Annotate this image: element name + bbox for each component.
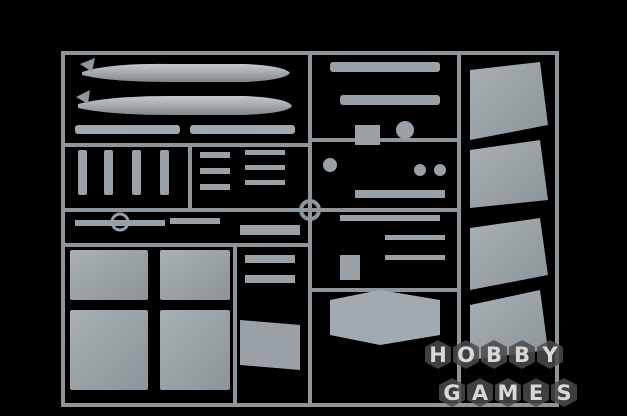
tail-fins	[470, 62, 548, 360]
watermark-letter: A	[467, 378, 493, 407]
sprue-frame	[61, 51, 559, 407]
hobby-games-watermark: H O B B Y G A M E S	[425, 340, 577, 407]
gear-door-panels	[70, 250, 230, 390]
watermark-line2: G A M E S	[439, 378, 577, 407]
fuselage-part	[330, 290, 440, 345]
landing-gear-parts	[78, 150, 285, 195]
svg-text:M: M	[498, 381, 519, 405]
svg-text:S: S	[556, 381, 571, 405]
watermark-letter: B	[481, 340, 507, 369]
watermark-letter: B	[509, 340, 535, 369]
svg-text:E: E	[529, 381, 543, 405]
watermark-letter: H	[425, 340, 451, 369]
svg-text:O: O	[457, 343, 475, 367]
svg-text:G: G	[443, 381, 460, 405]
sprue-hub-ring	[299, 199, 321, 221]
svg-text:B: B	[486, 343, 502, 367]
watermark-letter: E	[523, 378, 549, 407]
svg-text:Y: Y	[541, 343, 558, 367]
watermark-letter: G	[439, 378, 465, 407]
watermark-line1: H O B B Y	[425, 340, 563, 369]
svg-text:A: A	[472, 381, 489, 405]
middle-small-parts	[323, 62, 446, 280]
svg-text:B: B	[514, 343, 530, 367]
watermark-letter: Y	[537, 340, 563, 369]
watermark-letter: M	[495, 378, 521, 407]
watermark-letter: O	[453, 340, 479, 369]
cockpit-parts	[240, 255, 300, 370]
strake-parts	[75, 125, 295, 134]
svg-text:H: H	[429, 343, 447, 367]
watermark-letter: S	[551, 378, 577, 407]
drop-tanks	[76, 58, 292, 115]
small-parts-row	[75, 212, 300, 235]
